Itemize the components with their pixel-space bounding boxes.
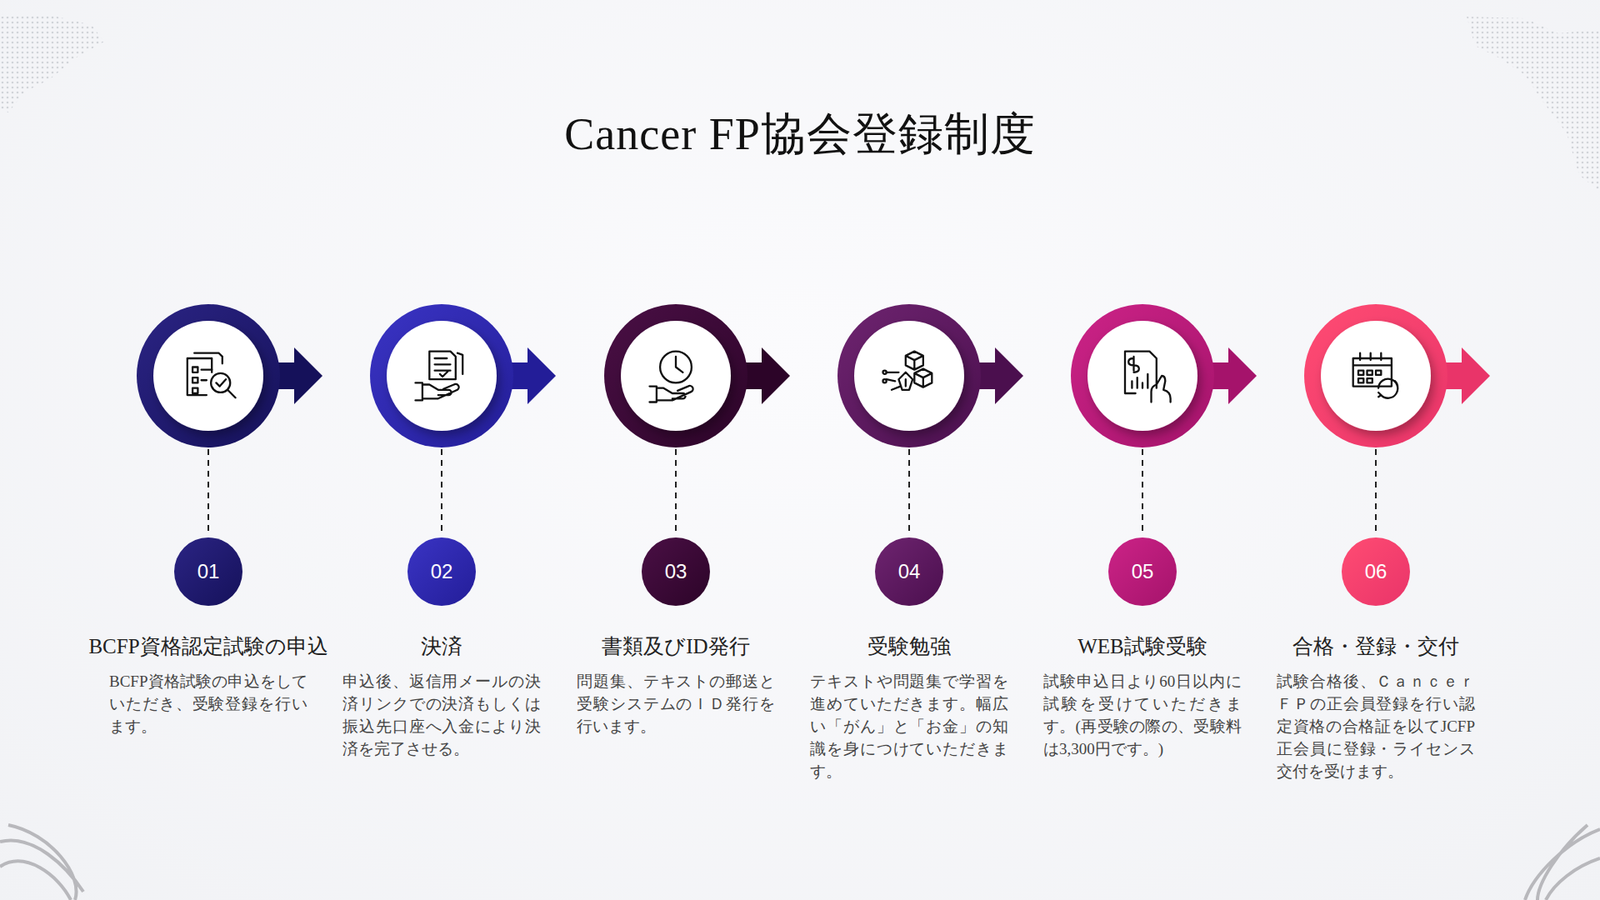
step-description: BCFP資格試験の申込をしていただき、受験登録を行います。 [109,670,308,738]
step-description: 試験申込日より60日以内に試験を受けていただきます。(再受験の際の、受験料は3,… [1043,670,1242,760]
step-number: 05 [1108,537,1177,606]
step-icon [883,351,933,390]
arrow-head [508,347,556,405]
step-icon [1125,351,1171,403]
step-node: 03 書類及びID発行問題集、テキストの郵送と受験システムのＩＤ発行を行います。 [559,537,793,738]
step-node: 05WEB試験受験試験申込日より60日以内に試験を受けていただきます。(再受験の… [1025,537,1260,760]
inner-disc [386,320,497,431]
step-heading: WEB試験受験 [1077,632,1208,660]
inner-disc [620,320,731,431]
outer-ring [1304,304,1448,448]
outer-ring [604,304,748,448]
step-heading: 受験勉強 [867,632,951,660]
step-heading: BCFP資格認定試験の申込 [88,632,328,660]
step-icon [650,351,694,403]
step-heading: 書類及びID発行 [601,632,750,660]
outer-ring [1070,304,1215,448]
arrow-head [1442,347,1490,405]
dashed-leader [207,449,210,535]
outer-ring [370,304,514,448]
step-ring [1070,304,1257,535]
step-description: 問題集、テキストの郵送と受験システムのＩＤ発行を行います。 [576,670,775,738]
step-number: 06 [1341,537,1410,606]
step-ring [837,304,1024,535]
outer-ring [136,304,280,448]
step-description: 試験合格後、Ｃａｎｃｅｒ ＦＰの正会員登録を行い認定資格の合格証を以てJCFP正… [1276,670,1475,783]
step-number: 02 [407,537,476,606]
step-icon [415,351,464,401]
dashed-leader [1375,449,1377,535]
step-ring [604,304,790,535]
step-icon [1353,353,1399,399]
dashed-leader [440,449,443,535]
arrow-head [975,347,1024,405]
dashed-leader [675,449,677,535]
inner-disc [854,320,965,431]
step-heading: 決済 [420,632,463,660]
arrow-head [1209,347,1257,405]
step-node: 02 決済申込後、返信用メールの決済リンクでの決済もしくは振込先口座へ入金により決… [325,537,559,760]
step-ring [136,304,323,535]
step-number: 04 [875,537,944,606]
step-heading: 合格・登録・交付 [1292,632,1460,660]
step-description: テキストや問題集で学習を進めていただきます。幅広い「がん」と「お金」の知識を身に… [810,670,1009,783]
step-node: 01BCFP資格認定試験の申込 BCFP資格試験の申込をしていただき、受験登録を行… [91,537,325,738]
inner-disc [153,320,264,431]
inner-disc [1320,320,1431,431]
step-node: 04 受験勉強テキストや問題集で学習を進めていただきます。幅広い「がん」と「お金」… [792,537,1026,783]
inner-disc [1087,320,1198,431]
title: Cancer FP協会登録制度 [0,104,1600,165]
arrow-head [742,347,790,405]
outer-ring [837,304,981,448]
step-number: 03 [641,537,710,606]
step-ring [370,304,556,535]
step-icon [187,353,236,399]
step-number: 01 [174,537,243,606]
step-ring [1304,304,1490,535]
step-description: 申込後、返信用メールの決済リンクでの決済もしくは振込先口座へ入金により決済を完了… [342,670,541,760]
arrow-head [275,347,323,405]
dashed-leader [1141,449,1144,535]
step-node: 06 合格・登録・交付試験合格後、Ｃａｎｃｅｒ ＦＰの正会員登録を行い認定資格の合… [1259,537,1493,783]
dashed-leader [908,449,910,535]
